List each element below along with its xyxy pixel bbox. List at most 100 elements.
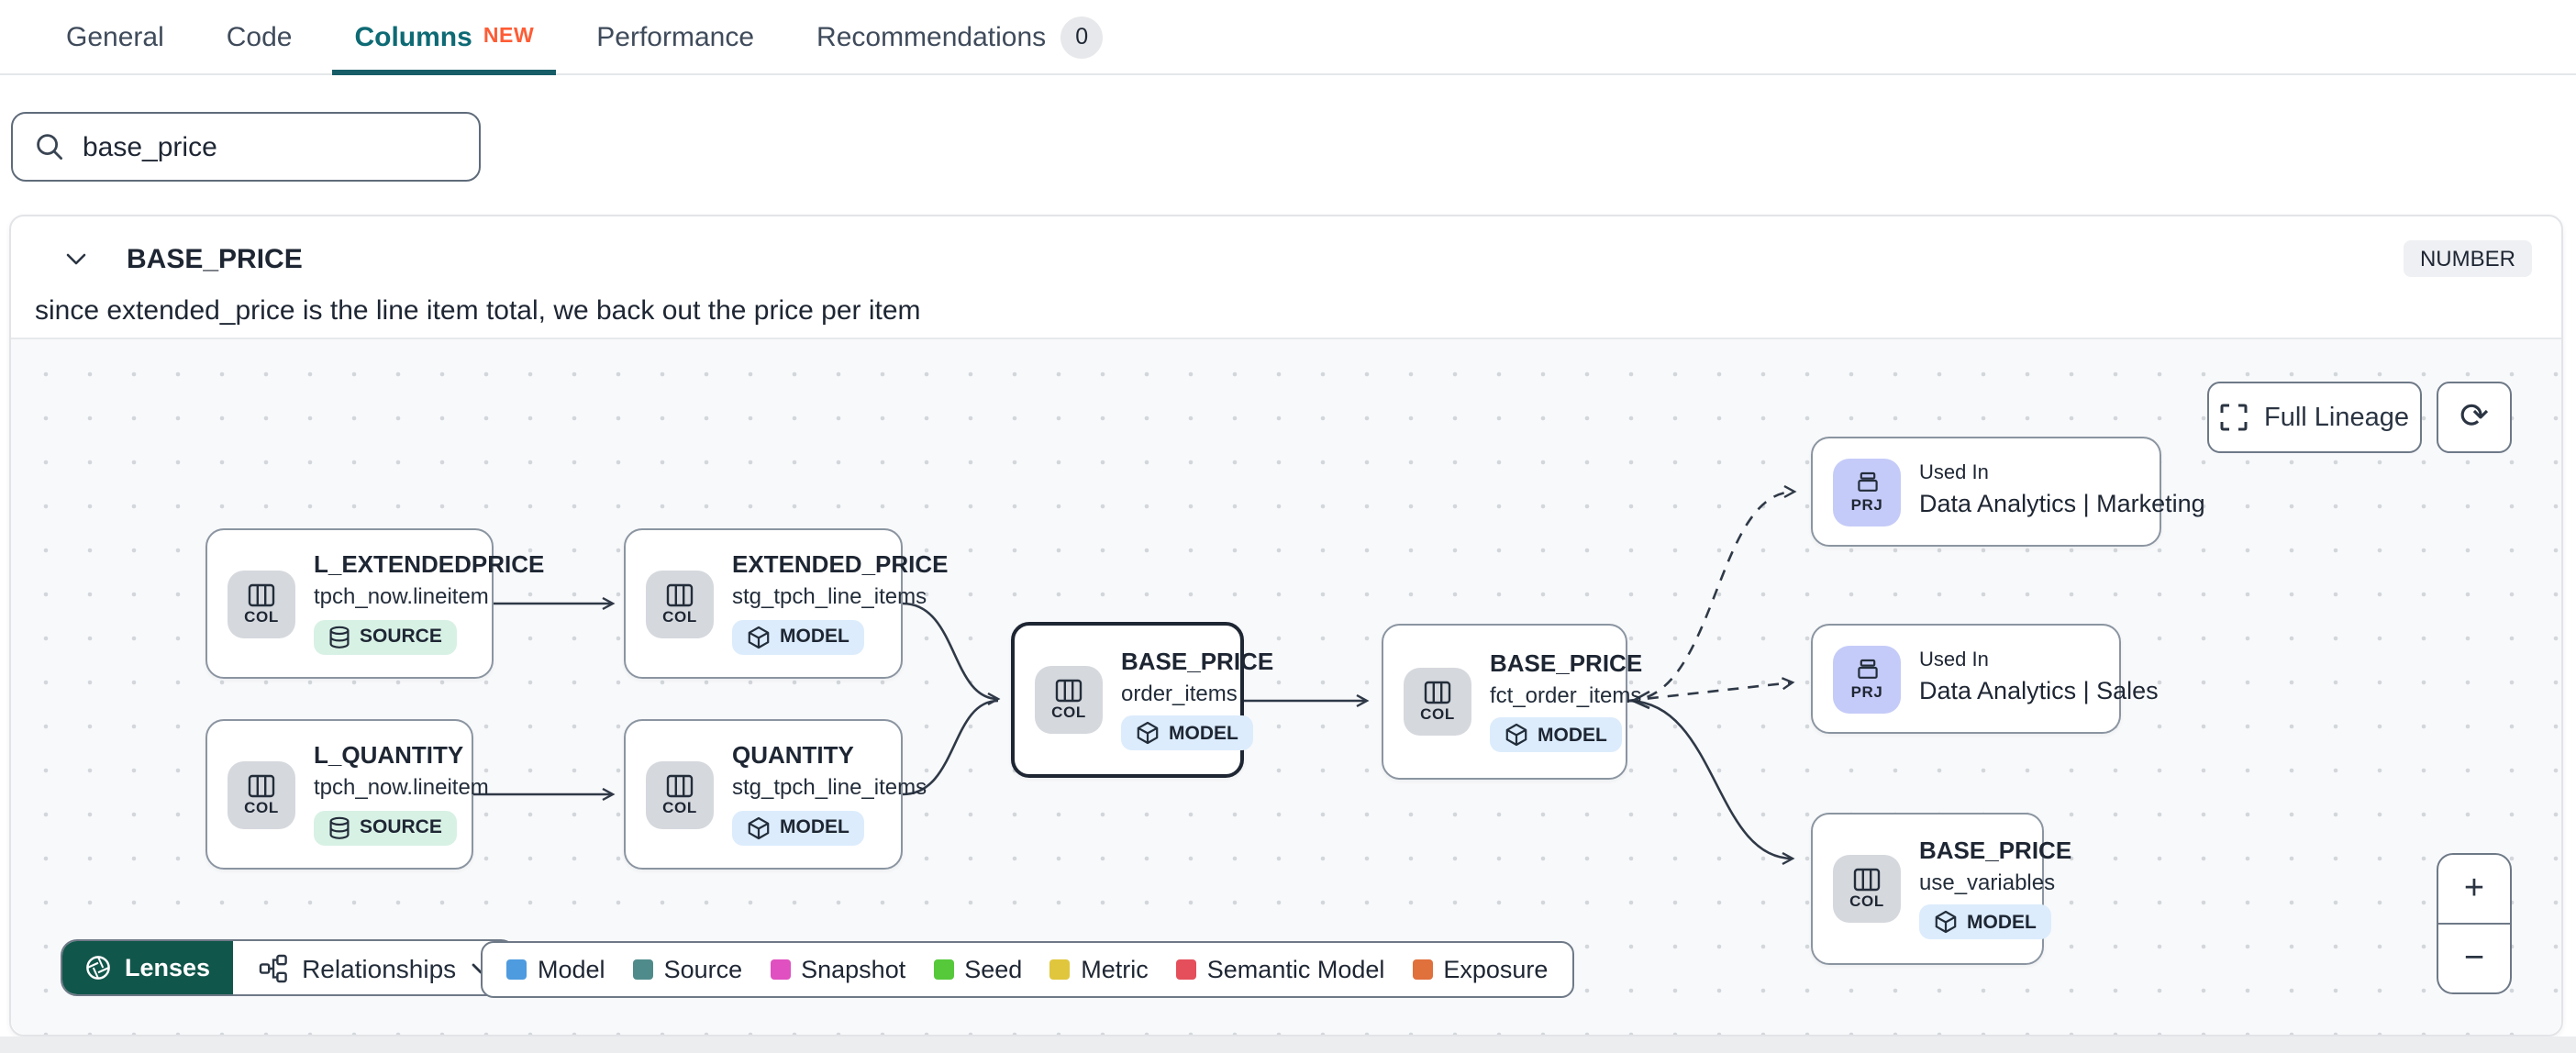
columns-icon — [248, 583, 275, 606]
lineage-node-l-quantity[interactable]: COL L_QUANTITY tpch_now.lineitem SOURCE — [205, 719, 489, 870]
relationships-dropdown[interactable]: Relationships — [232, 941, 515, 994]
refresh-icon: ⟳ — [2459, 398, 2489, 437]
kind-label: COL — [244, 606, 279, 626]
node-body: Used In Data Analytics | Marketing — [1919, 462, 2205, 520]
tab-code[interactable]: Code — [205, 0, 315, 73]
search-input[interactable]: base_price — [11, 112, 481, 182]
zoom-out-button[interactable]: − — [2438, 923, 2510, 992]
used-in-label: Used In — [1919, 649, 1989, 672]
recommendations-count-badge: 0 — [1060, 16, 1104, 58]
lineage-node-l-extendedprice[interactable]: COL L_EXTENDEDPRICE tpch_now.lineitem SO… — [205, 528, 544, 679]
edge-back-arrowhead — [1630, 690, 1650, 710]
columns-icon — [248, 774, 275, 797]
lineage-node-base-price-order-items[interactable]: COL BASE_PRICE order_items MODEL — [1011, 622, 1273, 778]
node-body: L_EXTENDEDPRICE tpch_now.lineitem SOURCE — [314, 550, 544, 655]
legend-label: Source — [663, 956, 743, 983]
node-subtitle: tpch_now.lineitem — [314, 583, 489, 610]
edge-extendedprice-baseprice — [902, 602, 998, 699]
columns-icon — [1424, 682, 1451, 704]
legend-item-semantic-model: Semantic Model — [1175, 956, 1385, 983]
col-kind-badge: COL — [646, 760, 714, 828]
badge-label: MODEL — [1538, 724, 1607, 747]
edge-fct-sales — [1627, 682, 1793, 703]
used-in-label: Used In — [1919, 462, 1989, 485]
search-value: base_price — [83, 131, 217, 162]
node-title: BASE_PRICE — [1919, 836, 2072, 864]
node-title: L_QUANTITY — [314, 741, 464, 770]
kind-label: COL — [662, 797, 697, 816]
chevron-down-icon[interactable] — [66, 252, 86, 265]
columns-icon — [666, 774, 694, 797]
lineage-canvas[interactable]: COL L_EXTENDEDPRICE tpch_now.lineitem SO… — [11, 338, 2561, 1035]
node-subtitle: order_items — [1121, 680, 1238, 706]
tab-label: Code — [226, 21, 293, 52]
legend-label: Seed — [964, 956, 1023, 983]
column-panel: BASE_PRICE NUMBER since extended_price i… — [9, 215, 2563, 1036]
new-badge: NEW — [483, 26, 535, 48]
col-kind-badge: COL — [646, 570, 714, 637]
model-badge: MODEL — [1919, 904, 2051, 940]
legend-label: Semantic Model — [1206, 956, 1385, 983]
legend-label: Metric — [1081, 956, 1149, 983]
kind-label: COL — [1051, 703, 1086, 722]
tab-performance[interactable]: Performance — [574, 0, 776, 73]
full-lineage-button[interactable]: Full Lineage — [2207, 382, 2422, 453]
lineage-node-base-price-use-variables[interactable]: COL BASE_PRICE use_variables MODEL — [1811, 813, 2071, 965]
cube-icon — [748, 626, 770, 648]
lineage-node-quantity[interactable]: COL QUANTITY stg_tpch_line_items MODEL — [624, 719, 927, 870]
cube-icon — [1505, 724, 1527, 747]
kind-label: COL — [244, 797, 279, 816]
project-name: Data Analytics | Sales — [1919, 677, 2159, 705]
node-body: BASE_PRICE fct_order_items MODEL — [1490, 648, 1642, 753]
node-title: EXTENDED_PRICE — [732, 550, 949, 579]
tab-label: Recommendations — [816, 21, 1047, 52]
refresh-button[interactable]: ⟳ — [2437, 382, 2512, 453]
tab-columns[interactable]: Columns NEW — [332, 0, 557, 75]
legend-swatch — [632, 959, 653, 980]
kind-label: COL — [662, 606, 697, 626]
legend-item-exposure: Exposure — [1412, 956, 1548, 983]
node-title: BASE_PRICE — [1121, 647, 1274, 675]
node-title: BASE_PRICE — [1490, 648, 1643, 677]
legend-swatch — [1049, 959, 1071, 980]
lineage-node-base-price-fct-order-items[interactable]: COL BASE_PRICE fct_order_items MODEL — [1382, 624, 1642, 780]
lineage-node-used-in-sales[interactable]: PRJ Used In Data Analytics | Sales — [1811, 624, 2159, 734]
node-subtitle: stg_tpch_line_items — [732, 583, 927, 610]
cube-icon — [1935, 911, 1957, 934]
kind-label: PRJ — [1850, 682, 1883, 702]
badge-label: SOURCE — [360, 626, 442, 648]
node-body: Used In Data Analytics | Sales — [1919, 649, 2159, 707]
col-kind-badge: COL — [1404, 668, 1471, 736]
node-subtitle: tpch_now.lineitem — [314, 774, 489, 801]
badge-label: MODEL — [1967, 911, 2037, 934]
zoom-in-button[interactable]: + — [2463, 869, 2485, 907]
relationships-icon — [258, 953, 286, 982]
model-badge: MODEL — [732, 619, 864, 655]
lineage-node-used-in-marketing[interactable]: PRJ Used In Data Analytics | Marketing — [1811, 437, 2205, 547]
cube-icon — [1137, 722, 1159, 745]
column-name: BASE_PRICE — [127, 243, 303, 274]
source-badge: SOURCE — [314, 619, 457, 655]
node-subtitle: stg_tpch_line_items — [732, 774, 927, 801]
col-kind-badge: COL — [228, 570, 295, 637]
node-body: EXTENDED_PRICE stg_tpch_line_items MODEL — [732, 550, 949, 655]
legend-label: Exposure — [1443, 956, 1549, 983]
node-subtitle: fct_order_items — [1490, 682, 1642, 708]
lenses-button[interactable]: Lenses — [62, 941, 233, 994]
page-bottom-strip — [0, 1036, 2576, 1053]
lineage-node-extended-price[interactable]: COL EXTENDED_PRICE stg_tpch_line_items M… — [624, 528, 949, 679]
edge-fct-usevariables — [1627, 699, 1793, 859]
tab-recommendations[interactable]: Recommendations 0 — [794, 0, 1125, 73]
edge-fct-marketing — [1627, 492, 1794, 703]
search-icon — [37, 134, 63, 161]
tab-bar: General Code Columns NEW Performance Rec… — [0, 0, 2576, 75]
node-body: BASE_PRICE use_variables MODEL — [1919, 836, 2071, 940]
database-icon — [329, 626, 350, 648]
prj-kind-badge: PRJ — [1833, 458, 1901, 526]
col-kind-badge: COL — [1035, 666, 1103, 734]
tab-general[interactable]: General — [44, 0, 186, 73]
legend-swatch — [1412, 959, 1433, 980]
aperture-icon — [86, 956, 110, 980]
project-icon — [1857, 472, 1877, 493]
